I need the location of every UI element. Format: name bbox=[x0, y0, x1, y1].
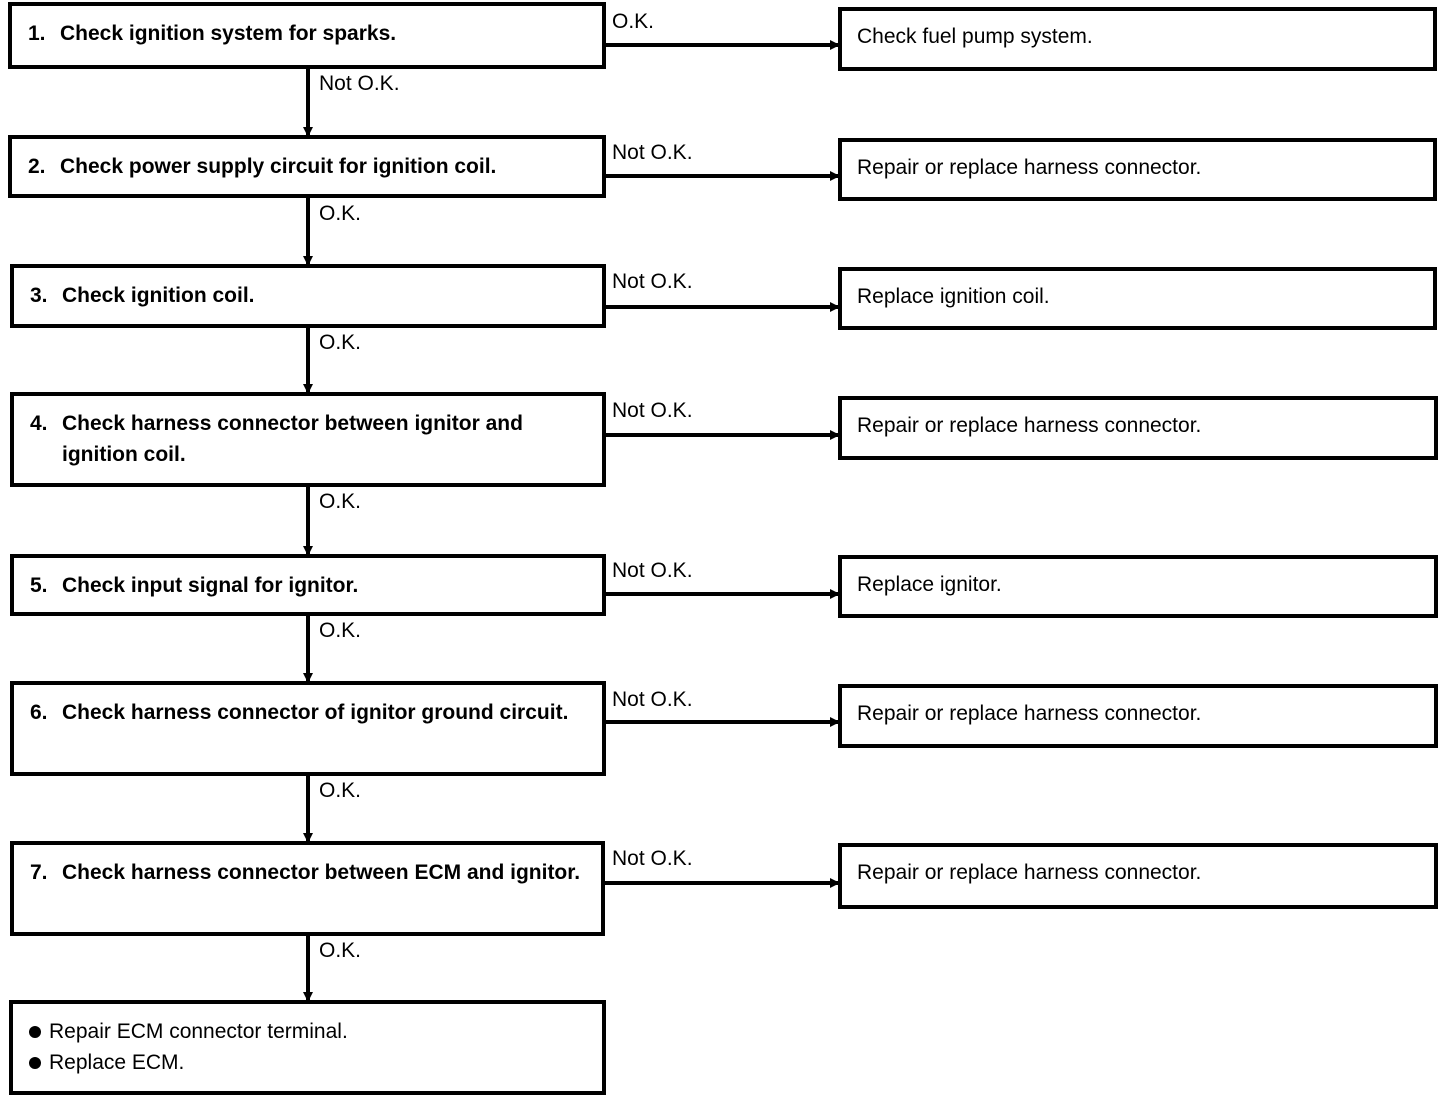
step-1-text: Check ignition system for sparks. bbox=[60, 22, 397, 45]
step-2-number: 2. bbox=[28, 155, 46, 178]
final-action-item: Repair ECM connector terminal. bbox=[29, 1016, 348, 1047]
result-5-box: Replace ignitor. bbox=[838, 555, 1438, 618]
step-4-down-label: O.K. bbox=[319, 490, 362, 513]
final-action-box: Repair ECM connector terminal. Replace E… bbox=[9, 1000, 606, 1095]
step-1-number: 1. bbox=[28, 22, 46, 45]
step-5-number: 5. bbox=[30, 574, 48, 597]
step-3-box: 3. Check ignition coil. bbox=[10, 264, 606, 328]
step-3-text: Check ignition coil. bbox=[62, 284, 255, 307]
step-4-box: 4. Check harness connector between ignito… bbox=[10, 392, 606, 487]
step-2-text: Check power supply circuit for ignition … bbox=[60, 155, 497, 178]
result-7-box: Repair or replace harness connector. bbox=[838, 843, 1438, 909]
result-2-box: Repair or replace harness connector. bbox=[838, 138, 1437, 201]
step-6-down-label: O.K. bbox=[319, 779, 362, 802]
step-3-down-label: O.K. bbox=[319, 331, 362, 354]
step-4-text: Check harness connector between ignitor … bbox=[62, 412, 523, 466]
step-4-branch-label: Not O.K. bbox=[612, 399, 693, 422]
step-6-branch-label: Not O.K. bbox=[612, 688, 693, 711]
bullet-icon bbox=[29, 1056, 41, 1069]
step-5-branch-label: Not O.K. bbox=[612, 559, 693, 582]
step-3-number: 3. bbox=[30, 284, 48, 307]
result-6-text: Repair or replace harness connector. bbox=[857, 702, 1202, 725]
result-4-text: Repair or replace harness connector. bbox=[857, 414, 1202, 437]
step-3-branch-label: Not O.K. bbox=[612, 270, 693, 293]
result-6-box: Repair or replace harness connector. bbox=[838, 684, 1438, 748]
step-7-down-label: O.K. bbox=[319, 939, 362, 962]
step-2-down-label: O.K. bbox=[319, 202, 362, 225]
step-4-number: 4. bbox=[30, 412, 48, 435]
result-7-text: Repair or replace harness connector. bbox=[857, 861, 1202, 884]
step-6-number: 6. bbox=[30, 701, 48, 724]
step-5-box: 5. Check input signal for ignitor. bbox=[10, 554, 606, 616]
final-action-item: Replace ECM. bbox=[29, 1047, 348, 1078]
step-1-down-label: Not O.K. bbox=[319, 72, 400, 95]
step-1-branch-label: O.K. bbox=[612, 10, 655, 33]
final-action-text: Repair ECM connector terminal. bbox=[49, 1020, 348, 1043]
step-1-box: 1. Check ignition system for sparks. bbox=[8, 2, 606, 69]
result-5-text: Replace ignitor. bbox=[857, 573, 1002, 596]
bullet-icon bbox=[29, 1025, 41, 1038]
step-6-box: 6. Check harness connector of ignitor gro… bbox=[10, 681, 606, 776]
step-7-branch-label: Not O.K. bbox=[612, 847, 693, 870]
result-1-box: Check fuel pump system. bbox=[838, 7, 1437, 71]
final-action-text: Replace ECM. bbox=[49, 1051, 185, 1074]
result-1-text: Check fuel pump system. bbox=[857, 25, 1093, 48]
step-7-box: 7. Check harness connector between ECM an… bbox=[10, 841, 605, 936]
step-5-down-label: O.K. bbox=[319, 619, 362, 642]
step-6-text: Check harness connector of ignitor groun… bbox=[62, 701, 569, 724]
step-2-branch-label: Not O.K. bbox=[612, 141, 693, 164]
step-2-box: 2. Check power supply circuit for ignitio… bbox=[8, 135, 606, 198]
result-2-text: Repair or replace harness connector. bbox=[857, 156, 1202, 179]
result-3-box: Replace ignition coil. bbox=[838, 267, 1437, 330]
result-3-text: Replace ignition coil. bbox=[857, 285, 1050, 308]
step-7-text: Check harness connector between ECM and … bbox=[62, 861, 581, 884]
step-5-text: Check input signal for ignitor. bbox=[62, 574, 359, 597]
result-4-box: Repair or replace harness connector. bbox=[838, 396, 1438, 460]
step-7-number: 7. bbox=[30, 861, 48, 884]
